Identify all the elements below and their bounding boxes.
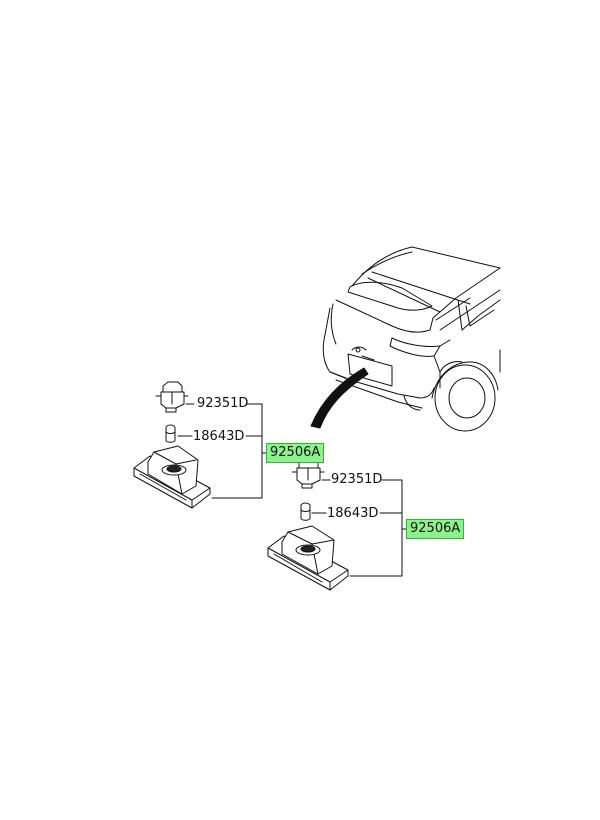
lower-leader-lines (311, 479, 407, 577)
bulb-lower (300, 502, 311, 521)
location-arrow (310, 367, 369, 429)
lower-socket-label: 92351D (331, 472, 383, 487)
lamp-housing-lower (267, 525, 349, 591)
vehicle-rear-illustration (322, 246, 501, 432)
upper-assembly-drawing (133, 381, 267, 509)
lamp-housing-upper (133, 445, 211, 509)
upper-socket-label: 92351D (197, 396, 249, 411)
lower-assembly-part-number[interactable]: 92506A (406, 519, 465, 539)
upper-bulb-label: 18643D (193, 429, 245, 444)
lower-assembly-drawing (267, 457, 407, 591)
upper-leader-lines (177, 403, 267, 499)
upper-assembly-part-number[interactable]: 92506A (266, 443, 325, 463)
socket-lower (291, 457, 325, 489)
lower-bulb-label: 18643D (327, 506, 379, 521)
socket-upper (155, 381, 189, 413)
bulb-upper (165, 424, 176, 443)
